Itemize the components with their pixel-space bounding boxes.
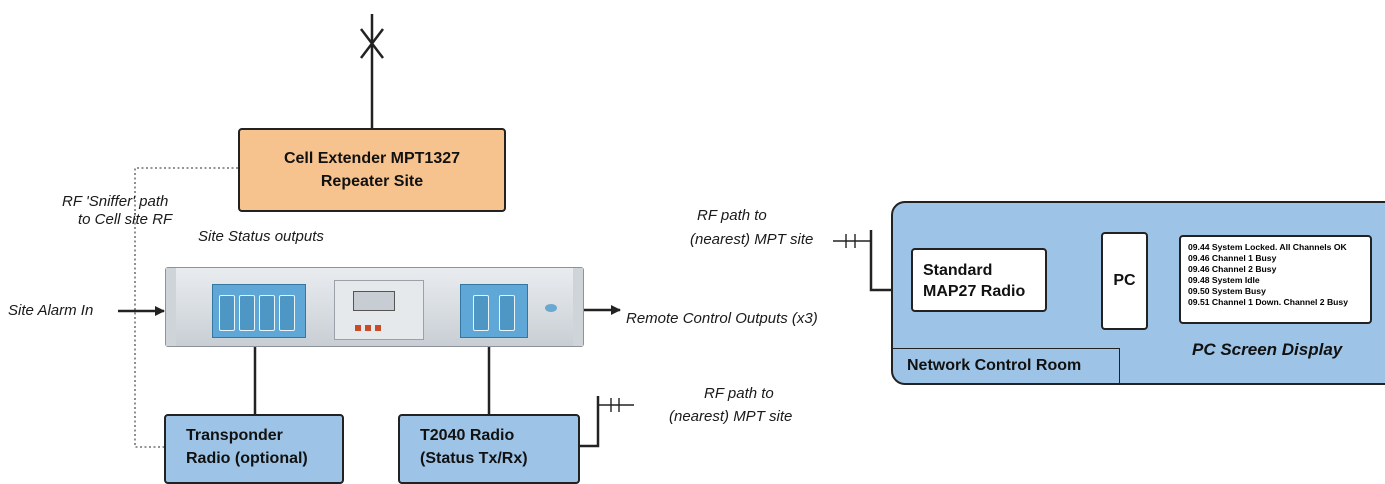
transponder-subtitle: Radio (optional)	[186, 450, 308, 467]
pc-label: PC	[1113, 272, 1136, 289]
t2040-radio-box: T2040 Radio (Status Tx/Rx)	[398, 414, 580, 484]
sniffer-path-label-1: RF 'Sniffer' path	[62, 193, 169, 210]
network-control-room-title: Network Control Room	[891, 348, 1120, 385]
screen-log-line: 09.50 System Busy	[1188, 286, 1266, 296]
cellguard-panel-image	[165, 267, 584, 347]
map27-subtitle: MAP27 Radio	[923, 283, 1026, 300]
panel-status-ports	[212, 284, 306, 338]
map27-radio-box: Standard MAP27 Radio	[911, 248, 1047, 312]
panel-logo-icon	[545, 304, 557, 312]
cell-extender-box: Cell Extender MPT1327 Repeater Site	[238, 128, 506, 212]
pc-screen-display: 09.44 System Locked. All Channels OK 09.…	[1179, 235, 1372, 324]
remote-control-label: Remote Control Outputs (x3)	[626, 310, 818, 327]
rf-path-right-label-2: (nearest) MPT site	[669, 408, 793, 425]
rf-path-left-label-1: RF path to	[697, 207, 767, 224]
rf-path-right-label-1: RF path to	[704, 385, 774, 402]
t2040-antenna-icon	[580, 396, 634, 448]
panel-lcd-area	[334, 280, 424, 340]
transponder-title: Transponder	[186, 427, 283, 444]
t2040-subtitle: (Status Tx/Rx)	[420, 450, 528, 467]
pc-screen-title: PC Screen Display	[1192, 340, 1343, 359]
rf-sniffer-path-line	[134, 167, 238, 448]
screen-log-line: 09.48 System Idle	[1188, 275, 1260, 285]
site-status-label: Site Status outputs	[198, 228, 324, 245]
sniffer-path-label-2: to Cell site RF	[78, 211, 173, 228]
pc-box: PC	[1101, 232, 1148, 330]
panel-right-ear	[573, 268, 583, 346]
panel-remote-ports	[460, 284, 528, 338]
screen-log-line: 09.51 Channel 1 Down. Channel 2 Busy	[1188, 297, 1348, 307]
cell-site-antenna-icon	[360, 14, 384, 128]
transponder-radio-box: Transponder Radio (optional)	[164, 414, 344, 484]
panel-lcd-display	[353, 291, 395, 311]
screen-log-line: 09.46 Channel 1 Busy	[1188, 253, 1277, 263]
panel-left-ear	[166, 268, 176, 346]
cell-extender-title: Cell Extender MPT1327	[283, 150, 461, 167]
rf-path-left-label-2: (nearest) MPT site	[690, 231, 814, 248]
cell-extender-subtitle: Repeater Site	[320, 173, 424, 190]
screen-log-line: 09.46 Channel 2 Busy	[1188, 264, 1277, 274]
t2040-title: T2040 Radio	[420, 427, 515, 444]
site-alarm-label: Site Alarm In	[8, 302, 94, 319]
map27-title: Standard	[923, 262, 993, 279]
screen-log-line: 09.44 System Locked. All Channels OK	[1188, 242, 1347, 252]
